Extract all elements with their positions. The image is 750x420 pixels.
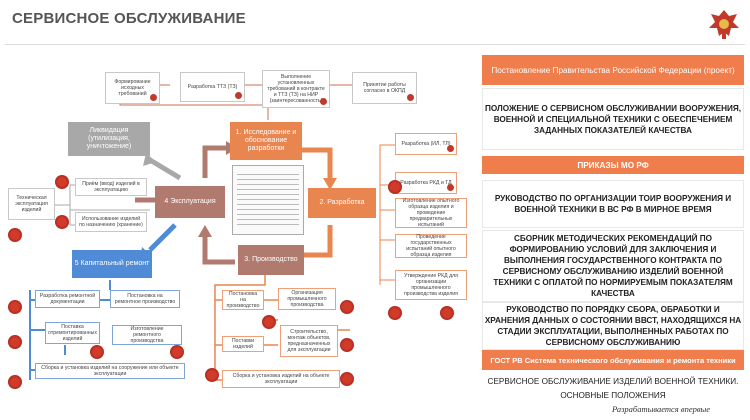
emblem-icon	[90, 345, 104, 359]
top-node: Выполнение установленных требований в ко…	[262, 70, 330, 108]
top-node-label: Принятие работы согласно в ОКПД	[363, 82, 406, 94]
gov-text: ПОЛОЖЕНИЕ О СЕРВИСНОМ ОБСЛУЖИВАНИИ ВООРУ…	[482, 88, 744, 150]
right-node-label: Проведение государственных испытаний опы…	[406, 234, 456, 258]
bottom-right-node: Организация промышленного производства	[278, 288, 336, 310]
left-node-label: Приём (ввод) изделий в эксплуатацию	[82, 181, 140, 193]
header-divider	[5, 44, 745, 45]
top-node: Формирование исходных требований	[105, 72, 160, 104]
top-node-label: Формирование исходных требований	[114, 79, 151, 97]
right-node: Утверждение РКД для организации промышле…	[395, 270, 467, 300]
bottom-left-node-label: Постановка на ремонтное производство	[114, 293, 176, 305]
emblem-icon	[388, 180, 402, 194]
order-3: РУКОВОДСТВО ПО ПОРЯДКУ СБОРА, ОБРАБОТКИ …	[482, 302, 744, 350]
order-1: РУКОВОДСТВО ПО ОРГАНИЗАЦИИ ТОИР ВООРУЖЕН…	[482, 180, 744, 228]
emblem-icon	[8, 228, 22, 242]
bottom-left-node: Изготовление ремонтного производства	[112, 325, 182, 345]
top-node-label: Выполнение установленных требований в ко…	[267, 74, 325, 104]
top-node: Принятие работы согласно в ОКПД	[352, 72, 417, 104]
stage-liquidation: Ликвидация (утилизация, уничтожение)	[68, 122, 150, 156]
stage-operation: 4 Эксплуатация	[155, 186, 225, 218]
right-node-label: Утверждение РКД для организации промышле…	[404, 273, 458, 297]
bottom-right-node-label: Поставки изделий	[231, 338, 255, 350]
bottom-right-node: Сборка и установка изделий на объекте эк…	[222, 370, 340, 388]
emblem-icon	[709, 10, 739, 39]
gov-header: Постановление Правительства Российской Ф…	[482, 55, 744, 85]
footer-note: Разрабатывается впервые	[612, 404, 711, 414]
stage-overhaul: 5 Капитальный ремонт	[72, 250, 152, 278]
gost-text-1: СЕРВИСНОЕ ОБСЛУЖИВАНИЕ ИЗДЕЛИЙ ВОЕННОЙ Т…	[487, 376, 739, 386]
emblem-icon	[55, 175, 69, 189]
emblem-icon	[447, 145, 454, 152]
emblem-icon	[340, 338, 354, 352]
right-node-label: Изготовление опытного образца изделия и …	[402, 198, 460, 228]
right-node-label: Разработка РКД и ТД	[400, 180, 452, 186]
top-node-label: Разработка ТТЗ (ТЗ)	[187, 84, 238, 90]
bottom-right-node-label: Постановка на производство	[226, 291, 260, 309]
left-node: Приём (ввод) изделий в эксплуатацию	[75, 178, 147, 196]
stage-research: 1. Исследование и обоснование разработки	[230, 122, 302, 160]
emblem-icon	[8, 375, 22, 389]
bottom-left-node-label: Поставка отремонтированных изделий	[48, 324, 97, 342]
page-title: СЕРВИСНОЕ ОБСЛУЖИВАНИЕ	[12, 10, 246, 27]
bottom-right-node: Поставки изделий	[222, 336, 264, 352]
emblem-icon	[8, 335, 22, 349]
bottom-left-node: Постановка на ремонтное производство	[110, 290, 180, 308]
bottom-left-node-label: Изготовление ремонтного производства	[130, 326, 164, 344]
stage-production: 3. Производство	[238, 245, 304, 275]
top-node: Разработка ТТЗ (ТЗ)	[180, 72, 245, 102]
emblem-icon	[235, 92, 242, 99]
bottom-left-node: Поставка отремонтированных изделий	[45, 322, 100, 344]
left-node: Техническая эксплуатация изделий	[8, 188, 55, 220]
emblem-icon	[320, 98, 327, 105]
emblem-icon	[170, 345, 184, 359]
bottom-right-node-label: Организация промышленного производства	[287, 290, 327, 308]
gost-text-2: ОСНОВНЫЕ ПОЛОЖЕНИЯ	[560, 390, 666, 400]
bottom-left-node: Сборка и установка изделий на сооружение…	[35, 363, 185, 379]
emblem-icon	[440, 306, 454, 320]
bottom-left-node-label: Разработка ремонтной документации	[39, 293, 96, 305]
order-2: СБОРНИК МЕТОДИЧЕСКИХ РЕКОМЕНДАЦИЙ ПО ФОР…	[482, 230, 744, 302]
emblem-icon	[8, 300, 22, 314]
orders-header: ПРИКАЗЫ МО РФ	[482, 156, 744, 174]
gost-header: ГОСТ РВ Система технического обслуживани…	[482, 350, 744, 370]
emblem-icon	[340, 372, 354, 386]
bottom-left-node-label: Сборка и установка изделий на сооружение…	[41, 365, 179, 377]
stage-development: 2. Разработка	[308, 188, 376, 218]
right-node: Изготовление опытного образца изделия и …	[395, 198, 467, 228]
right-node: Разработка (ИЛ, ТЛ)	[395, 133, 457, 155]
emblem-icon	[407, 94, 414, 101]
bottom-right-node-label: Строительство, монтаж объектов, предназн…	[287, 329, 331, 353]
emblem-icon	[262, 315, 276, 329]
emblem-icon	[388, 306, 402, 320]
emblem-icon	[55, 215, 69, 229]
emblem-icon	[150, 94, 157, 101]
right-node-label: Разработка (ИЛ, ТЛ)	[401, 141, 451, 147]
document-image	[232, 165, 304, 235]
emblem-icon	[205, 368, 219, 382]
right-node: Проведение государственных испытаний опы…	[395, 234, 467, 258]
left-node-label: Техническая эксплуатация изделий	[15, 195, 48, 213]
bottom-right-node-label: Сборка и установка изделий на объекте эк…	[232, 373, 330, 385]
right-node: Разработка РКД и ТД	[395, 172, 457, 194]
bottom-right-node: Постановка на производство	[222, 290, 264, 310]
left-node-label: Использование изделий по назначению (хра…	[79, 216, 143, 228]
bottom-left-node: Разработка ремонтной документации	[35, 290, 100, 308]
emblem-icon	[340, 300, 354, 314]
emblem-icon	[447, 184, 454, 191]
left-node: Использование изделий по назначению (хра…	[75, 212, 147, 232]
bottom-right-node: Строительство, монтаж объектов, предназн…	[280, 325, 338, 357]
